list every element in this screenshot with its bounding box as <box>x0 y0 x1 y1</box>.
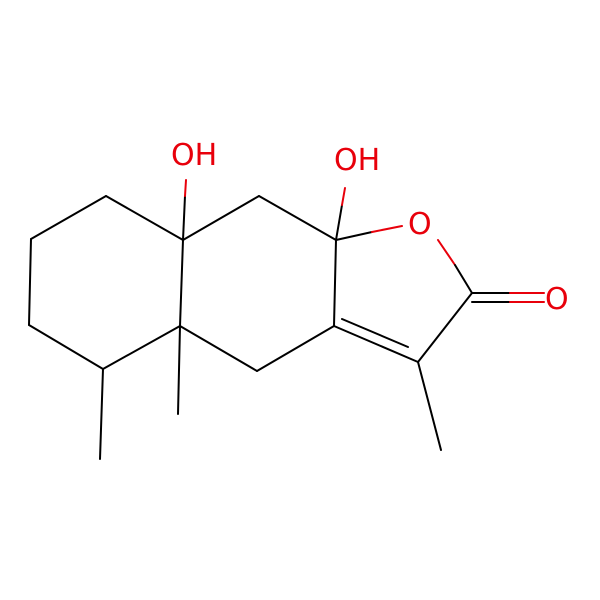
bond-o-c2 <box>454 264 473 294</box>
bond-c9a-c3a <box>333 239 337 327</box>
hydroxyl-label-right: OH <box>334 143 380 178</box>
bond-c3-c3a <box>333 325 419 363</box>
bond-c4a-methyl <box>177 325 181 415</box>
bond-c4-c4a-mid <box>179 325 258 372</box>
bond-c8a-oh <box>182 195 186 241</box>
hydroxyl-label-left: OH <box>171 138 217 173</box>
bond-c3a-c4 <box>256 325 335 372</box>
bond-c1-c2 <box>30 195 107 240</box>
bond-c9a-oh <box>335 204 343 241</box>
bond-c8a-c9 <box>182 195 260 241</box>
bond-c4-c4a <box>102 325 181 370</box>
bond-c9a-o <box>335 231 373 241</box>
bond-c8a-oh-red <box>184 179 187 197</box>
bond-c2-c3 <box>28 238 32 326</box>
bond-c8a-c1 <box>105 195 184 241</box>
bond-c4a-c8a <box>179 239 184 327</box>
bond-c3-c4 <box>28 324 104 370</box>
bond-o-c2-red <box>437 239 456 266</box>
bond-c3-methyl <box>417 361 442 451</box>
bond-c9a-oh-red <box>341 187 346 206</box>
bond-c2-c3 <box>417 292 473 363</box>
bond-c4-methyl <box>99 368 104 460</box>
bond-c9a-o-red <box>371 225 403 233</box>
bond-c9-c9a <box>258 195 337 241</box>
carbonyl-oxygen-label: O <box>545 282 569 317</box>
ring-oxygen-label: O <box>408 207 432 242</box>
bond-c3-c3a-double <box>341 318 409 348</box>
